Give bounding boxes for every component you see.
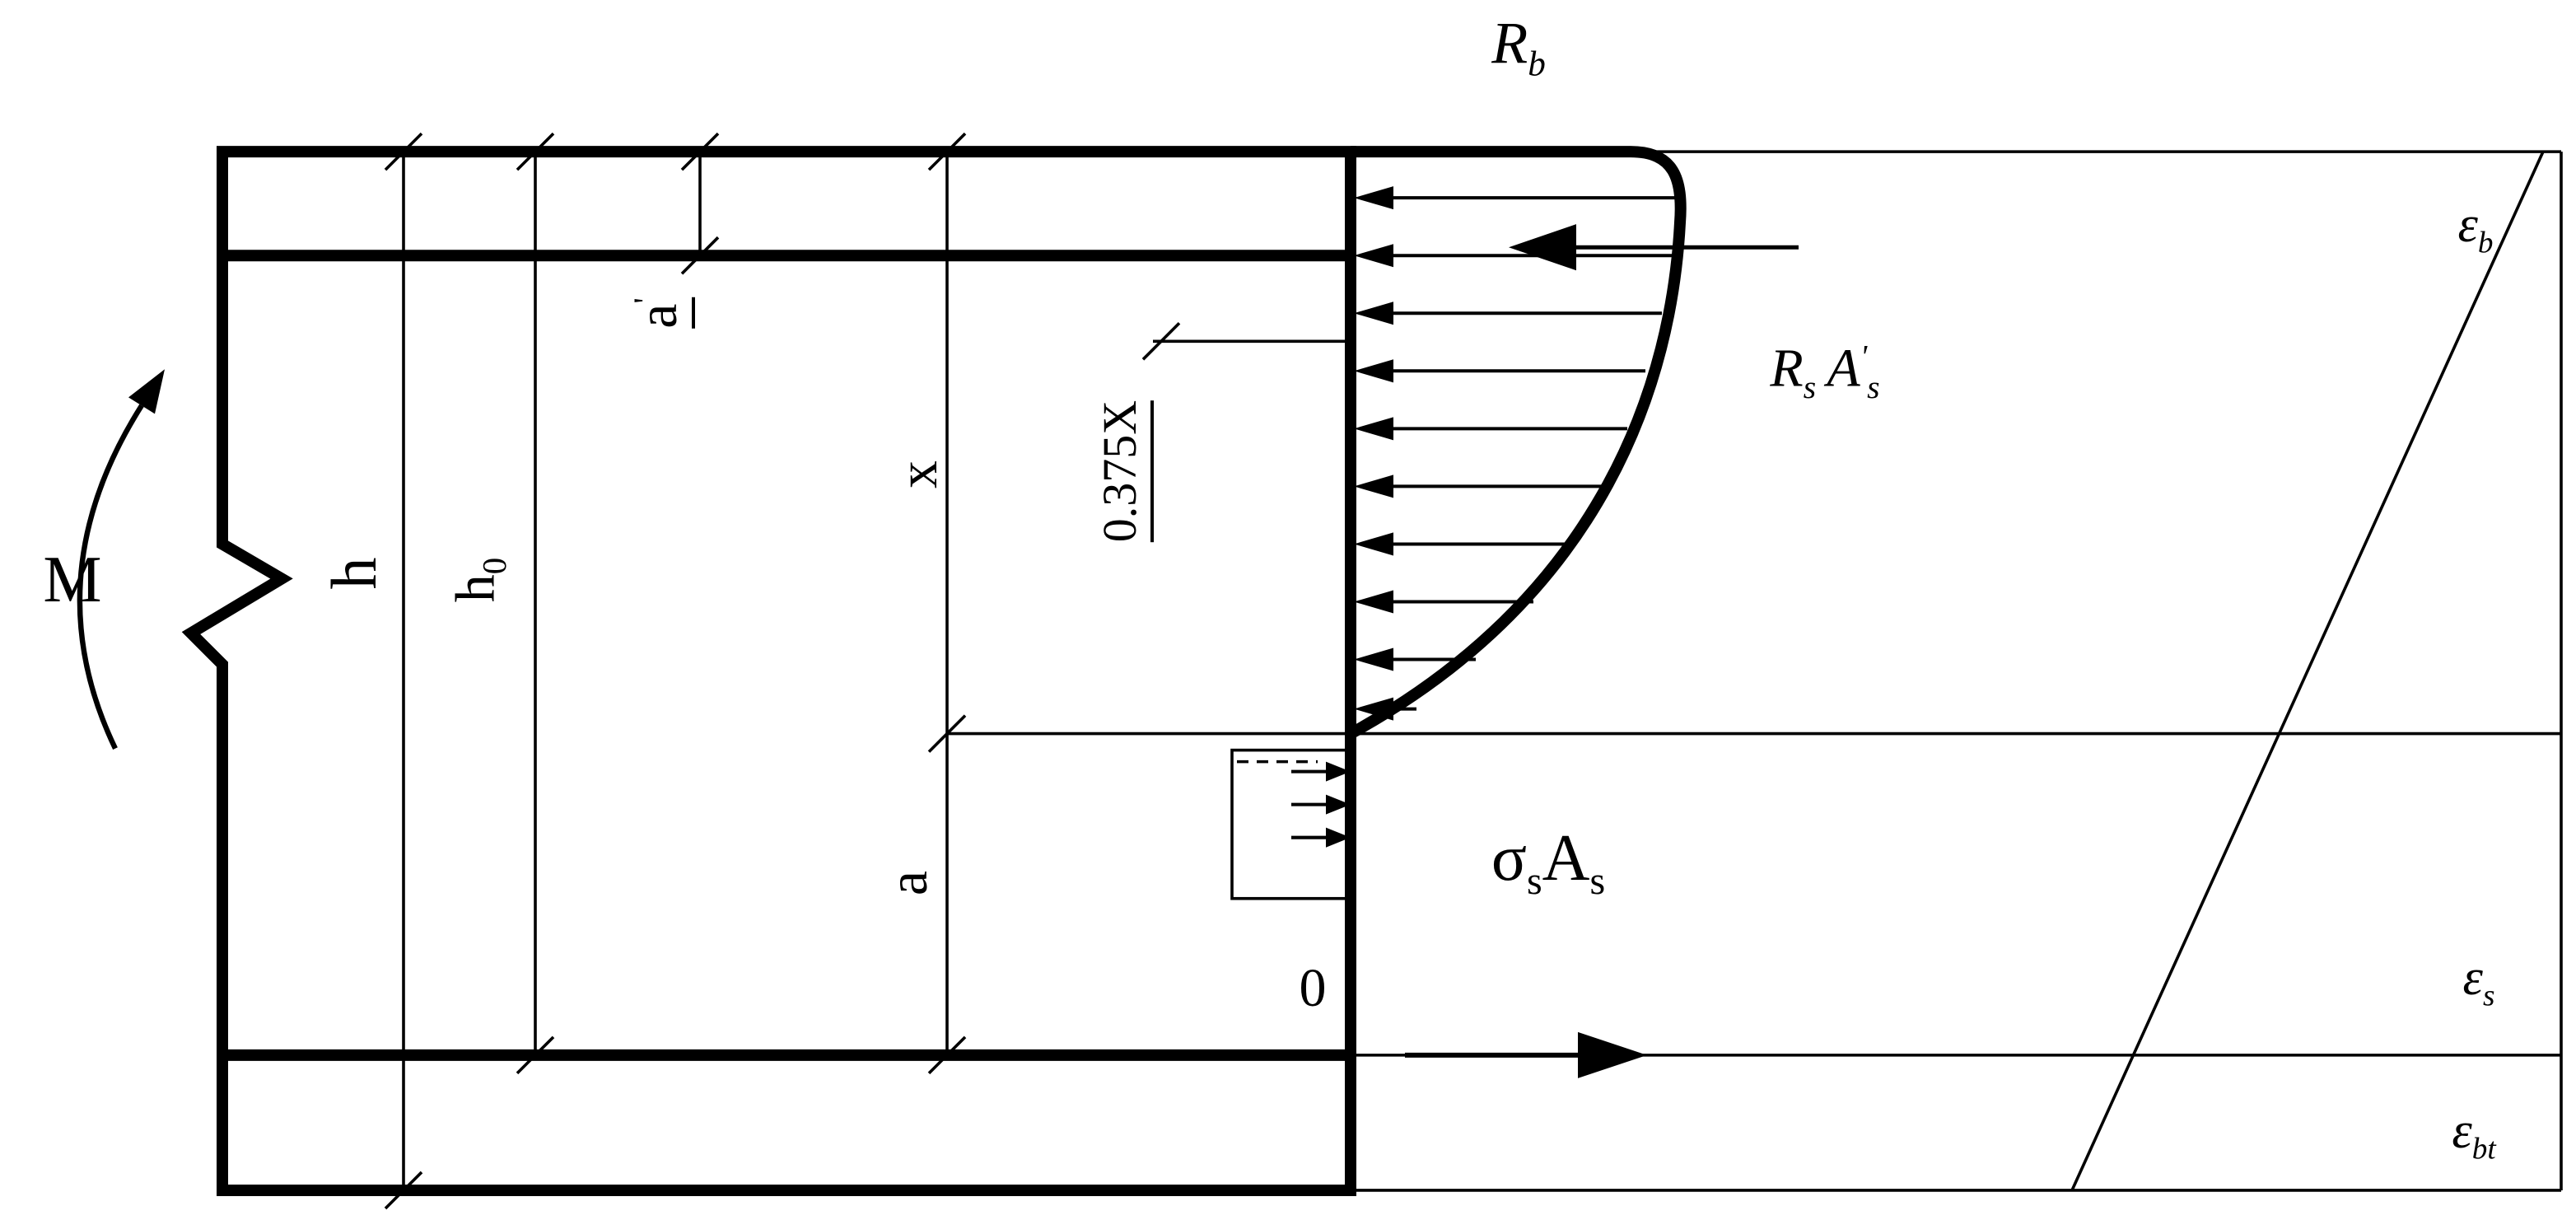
compression-steel-r-main: R: [1770, 338, 1804, 399]
tension-steel-label: σsAs: [1491, 825, 1605, 901]
dim-label-a-prime-main: a: [626, 303, 688, 329]
eps-b-sub: b: [2477, 226, 2494, 260]
stress-block-curve: [1347, 146, 1687, 739]
beam-border: [181, 146, 1356, 1196]
dim-label-0375x: 0.375X: [1093, 400, 1154, 543]
dim-label-x-main: x: [886, 460, 949, 488]
concrete-resultant-sub: b: [1528, 44, 1546, 84]
strain-label-eps-b: εb: [2457, 199, 2493, 259]
tension-steel-sigma-main: σ: [1491, 822, 1527, 895]
eps-s-sub: s: [2482, 979, 2495, 1013]
dimension-lines: [402, 150, 2563, 1192]
compression-steel-r-sub: s: [1803, 368, 1817, 405]
tension-force-arrow: [1405, 1031, 1647, 1078]
compression-steel-label: Rs A's: [1770, 338, 1879, 404]
dim-label-x: x: [886, 460, 949, 488]
dim-label-0375x-main: 0.375X: [1093, 400, 1146, 543]
strain-label-eps-s: εs: [2463, 952, 2495, 1012]
dim-label-a: a: [876, 871, 939, 895]
strain-diagonal-line: [2070, 151, 2545, 1191]
strain-label-eps-bt: εbt: [2452, 1105, 2495, 1165]
dim-label-h0-main: h: [443, 574, 506, 603]
dim-label-a-prime-sup: ': [627, 297, 665, 304]
concrete-resultant-label: Rb: [1491, 13, 1546, 82]
tension-steel-zone: [1230, 748, 1352, 900]
tension-steel-a-sub: s: [1589, 859, 1606, 903]
eps-b-main: ε: [2457, 197, 2478, 254]
compression-steel-r: Rs: [1770, 338, 1816, 403]
dim-label-a-prime: a': [626, 297, 695, 329]
moment-label: M: [43, 544, 102, 616]
compression-steel-a-main: A: [1827, 338, 1860, 399]
compression-steel-a-sub: s: [1867, 368, 1880, 405]
concrete-resultant-main: R: [1491, 10, 1528, 77]
tension-steel-sigma-sub: s: [1526, 859, 1542, 903]
tension-steel-a-main: A: [1542, 822, 1590, 895]
compression-steel-a: A's: [1827, 338, 1879, 404]
dim-label-h0: h0: [443, 557, 513, 603]
origin-label: 0: [1299, 958, 1327, 1018]
dim-label-h0-sub: 0: [475, 557, 513, 575]
eps-bt-sub: bt: [2471, 1132, 2496, 1166]
compression-steel-force-arrow: [1509, 224, 1799, 271]
dim-label-h: h: [318, 558, 390, 590]
dim-label-a-main: a: [876, 870, 939, 896]
beam-outline: [181, 146, 1356, 1196]
tension-steel-a: As: [1542, 822, 1605, 901]
moment-arrow: [77, 369, 165, 750]
tick-marks: [384, 132, 1181, 1210]
compression-steel-a-sup: ': [1860, 338, 1868, 375]
eps-bt-main: ε: [2452, 1103, 2472, 1160]
eps-s-main: ε: [2462, 950, 2483, 1007]
dim-label-h-main: h: [318, 557, 390, 590]
tension-steel-sigma: σs: [1491, 822, 1542, 901]
